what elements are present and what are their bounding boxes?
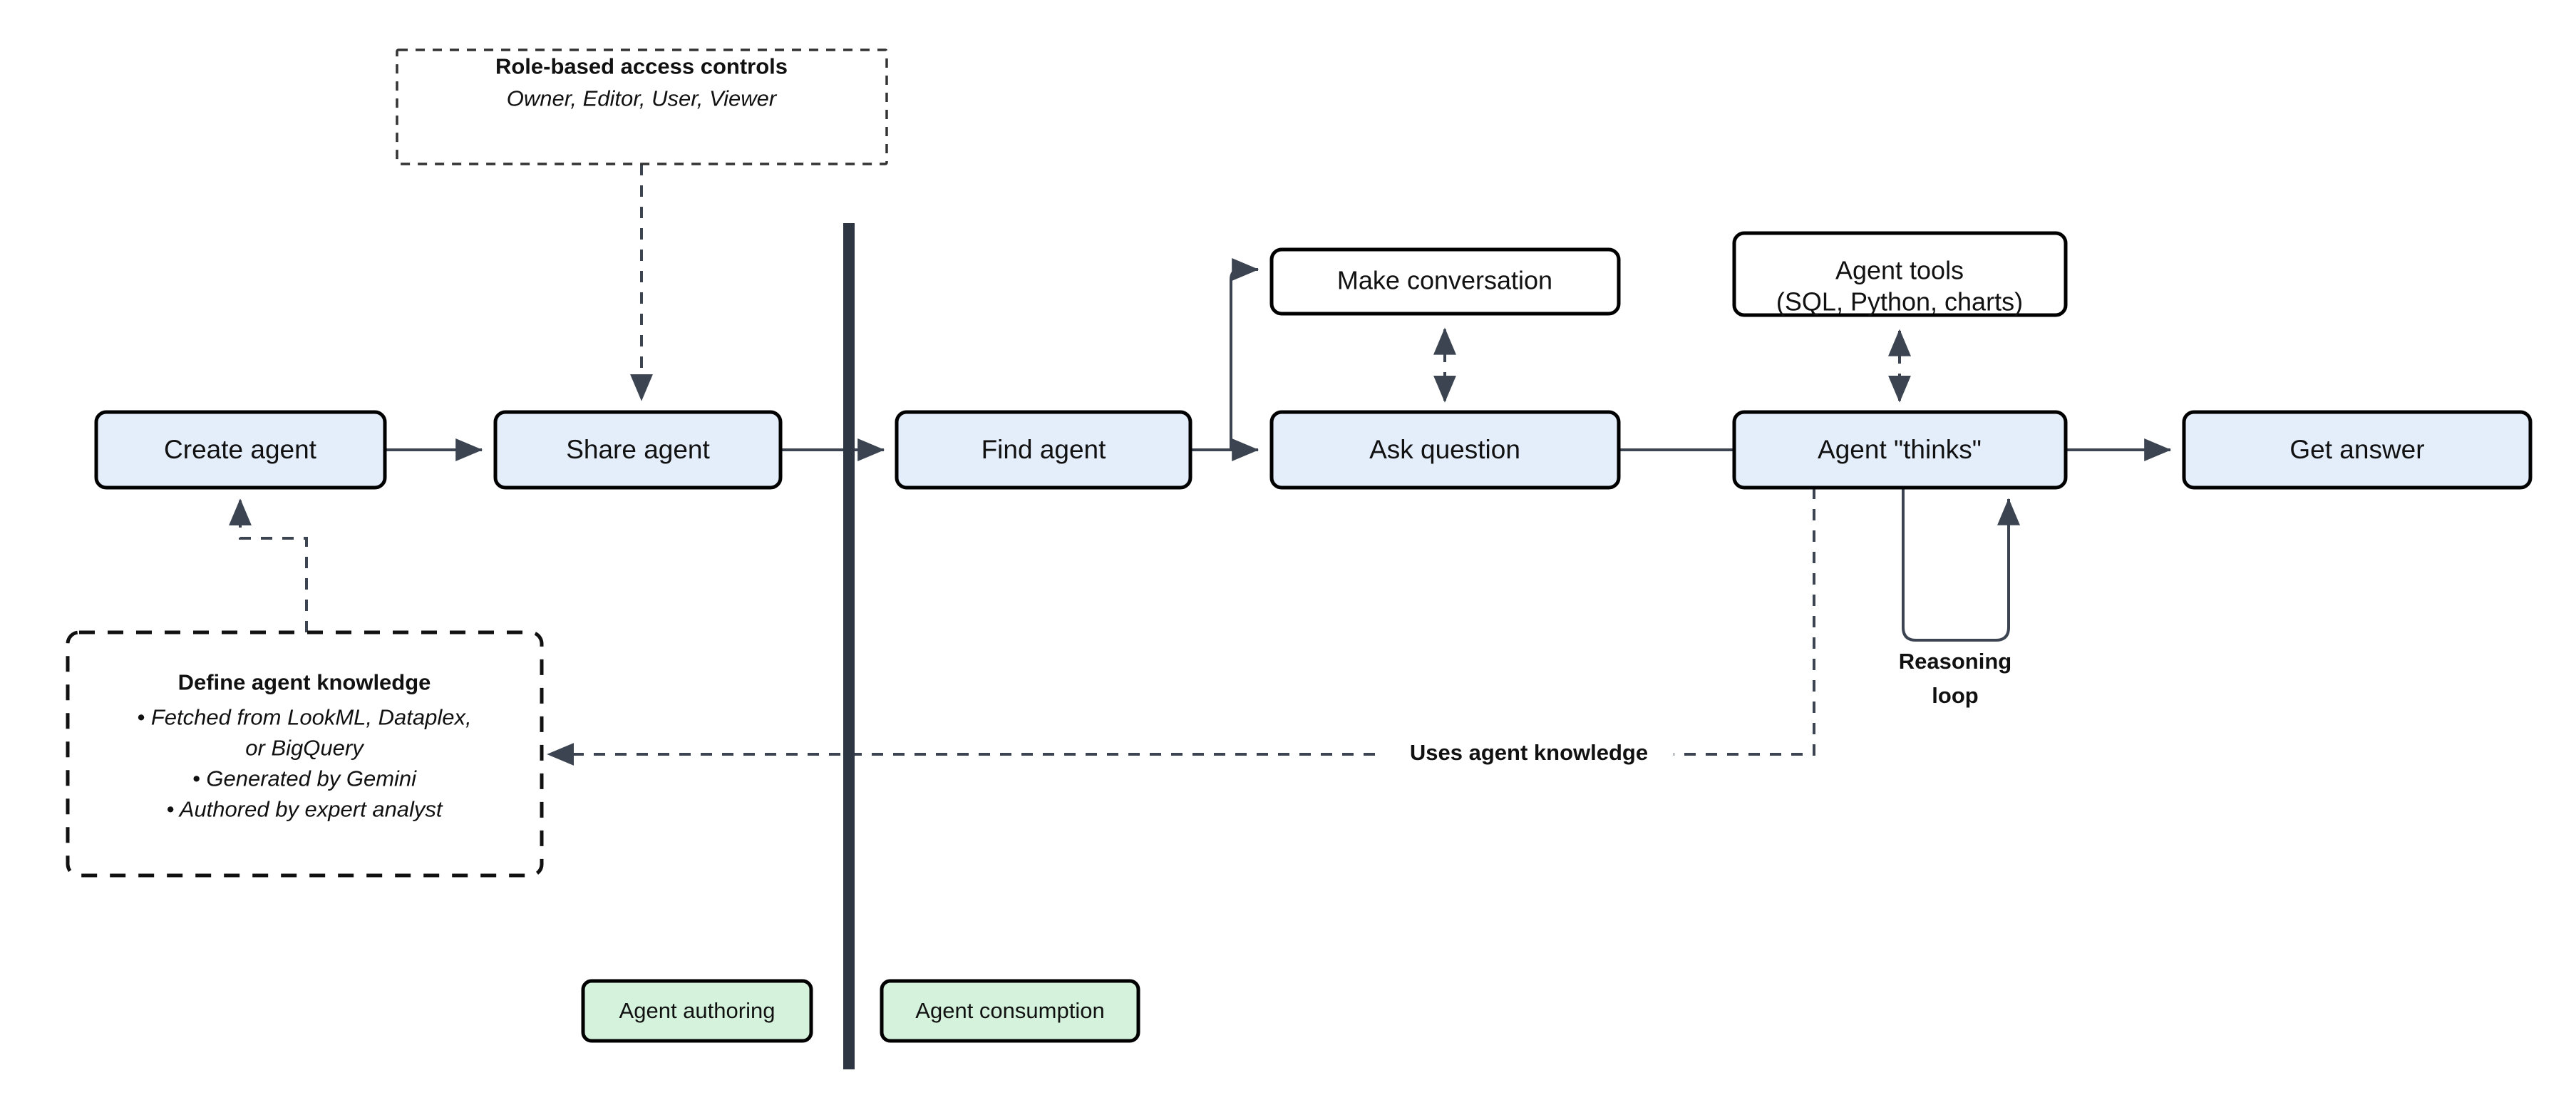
node-share-agent[interactable]: Share agent xyxy=(493,410,783,490)
rbac-box-outline xyxy=(396,48,888,165)
reasoning-loop-label-line2: loop xyxy=(1932,683,1978,708)
edge-branch-to-make-conversation xyxy=(1230,258,1259,450)
node-find-agent[interactable]: Find agent xyxy=(895,410,1192,490)
rbac-subtitle: Owner, Editor, User, Viewer xyxy=(507,86,778,111)
node-get-answer[interactable]: Get answer xyxy=(2182,410,2533,490)
create-agent-label: Create agent xyxy=(164,435,317,464)
reasoning-loop-label-line1: Reasoning xyxy=(1899,649,2011,674)
make-conversation-box[interactable] xyxy=(1269,247,1621,316)
badge-agent-consumption[interactable]: Agent consumption xyxy=(880,979,1140,1043)
get-answer-label: Get answer xyxy=(2289,435,2424,464)
edge-reasoning-loop xyxy=(1902,488,2020,642)
find-agent-box[interactable] xyxy=(895,410,1192,490)
ask-question-label: Ask question xyxy=(1369,435,1520,464)
agent-authoring-badge-label: Agent authoring xyxy=(619,998,776,1023)
phase-divider xyxy=(843,223,855,1069)
find-agent-label: Find agent xyxy=(982,435,1107,464)
edge-uses-agent-knowledge xyxy=(547,488,1815,766)
connector-layer xyxy=(229,164,2172,766)
annotation-box-agent-knowledge: Define agent knowledge • Fetched from Lo… xyxy=(66,630,544,878)
agent-authoring-badge-box[interactable] xyxy=(581,979,813,1043)
rbac-title: Role-based access controls xyxy=(495,53,788,78)
node-ask-question[interactable]: Ask question xyxy=(1269,410,1621,490)
agent-knowledge-title: Define agent knowledge xyxy=(178,669,431,694)
node-make-conversation[interactable]: Make conversation xyxy=(1269,247,1621,316)
agent-knowledge-bullet-2: • Generated by Gemini xyxy=(192,766,417,791)
agent-consumption-badge-box[interactable] xyxy=(880,979,1140,1043)
uses-agent-knowledge-label: Uses agent knowledge xyxy=(1410,740,1648,765)
agent-knowledge-box-outline xyxy=(66,630,544,878)
agent-thinks-label: Agent "thinks" xyxy=(1818,435,1982,464)
ask-question-box[interactable] xyxy=(1269,410,1621,490)
agent-consumption-badge-label: Agent consumption xyxy=(915,998,1104,1023)
node-agent-tools[interactable]: Agent tools (SQL, Python, charts) xyxy=(1732,231,2068,317)
create-agent-box[interactable] xyxy=(94,410,387,490)
node-agent-thinks[interactable]: Agent "thinks" xyxy=(1732,410,2068,490)
agent-knowledge-bullet-1: • Fetched from LookML, Dataplex, xyxy=(137,704,471,729)
annotation-box-rbac: Role-based access controls Owner, Editor… xyxy=(396,48,888,165)
share-agent-box[interactable] xyxy=(493,410,783,490)
make-conversation-label: Make conversation xyxy=(1337,266,1552,295)
agent-tools-label-line2: (SQL, Python, charts) xyxy=(1776,287,2023,316)
share-agent-label: Share agent xyxy=(566,435,710,464)
node-create-agent[interactable]: Create agent xyxy=(94,410,387,490)
uses-agent-knowledge-label-bg xyxy=(1385,736,1674,773)
agent-tools-box[interactable] xyxy=(1732,231,2068,317)
agent-knowledge-bullet-1-cont: or BigQuery xyxy=(245,735,365,760)
edge-knowledge-to-create xyxy=(229,498,308,632)
agent-tools-label-line1: Agent tools xyxy=(1835,255,1964,284)
badge-agent-authoring[interactable]: Agent authoring xyxy=(581,979,813,1043)
agent-knowledge-bullet-3: • Authored by expert analyst xyxy=(166,796,443,821)
get-answer-box[interactable] xyxy=(2182,410,2533,490)
agent-thinks-box[interactable] xyxy=(1732,410,2068,490)
